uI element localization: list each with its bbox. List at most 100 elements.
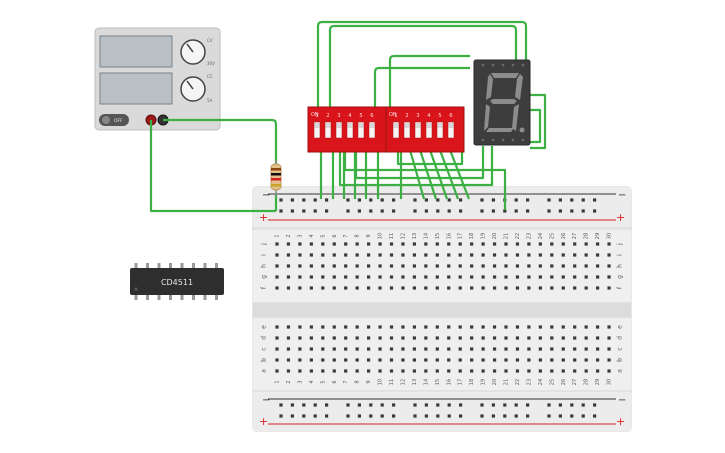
breadboard-hole[interactable] bbox=[492, 242, 497, 246]
breadboard-hole[interactable] bbox=[401, 325, 405, 329]
breadboard-hole[interactable] bbox=[447, 358, 451, 362]
breadboard-hole[interactable] bbox=[412, 347, 416, 351]
breadboard-hole[interactable] bbox=[515, 242, 520, 246]
wire-display-right[interactable] bbox=[530, 93, 547, 150]
wire-loop-outer[interactable] bbox=[316, 20, 528, 108]
display-pin[interactable] bbox=[481, 138, 485, 142]
breadboard-hole[interactable] bbox=[321, 264, 325, 268]
rail-hole[interactable] bbox=[558, 209, 562, 213]
breadboard-hole[interactable] bbox=[355, 347, 359, 351]
breadboard-hole[interactable] bbox=[298, 325, 302, 329]
wire-loop-6[interactable] bbox=[388, 54, 470, 108]
breadboard-hole[interactable] bbox=[596, 369, 600, 373]
breadboard-hole[interactable] bbox=[607, 253, 611, 257]
ic-pin[interactable] bbox=[192, 294, 195, 300]
breadboard-hole[interactable] bbox=[332, 336, 336, 340]
wire-supply-to-resistor[interactable] bbox=[163, 118, 278, 164]
breadboard-hole[interactable] bbox=[355, 369, 359, 373]
breadboard-hole[interactable] bbox=[573, 286, 577, 290]
rail-hole[interactable] bbox=[279, 198, 283, 202]
breadboard-hole[interactable] bbox=[435, 242, 439, 246]
dip-toggle[interactable] bbox=[403, 121, 411, 139]
breadboard-hole[interactable] bbox=[275, 325, 279, 329]
rail-hole[interactable] bbox=[593, 403, 597, 407]
breadboard-hole[interactable] bbox=[332, 358, 336, 362]
breadboard-hole[interactable] bbox=[367, 336, 371, 340]
breadboard-hole[interactable] bbox=[435, 325, 439, 329]
rail-hole[interactable] bbox=[547, 209, 551, 213]
breadboard-hole[interactable] bbox=[412, 242, 416, 246]
breadboard-hole[interactable] bbox=[550, 336, 554, 340]
ic-pin[interactable] bbox=[169, 263, 172, 269]
rail-hole[interactable] bbox=[480, 198, 484, 202]
rail-hole[interactable] bbox=[380, 414, 384, 418]
rail-hole[interactable] bbox=[581, 414, 585, 418]
breadboard-hole[interactable] bbox=[424, 286, 428, 290]
breadboard-hole[interactable] bbox=[504, 286, 508, 290]
breadboard-hole[interactable] bbox=[435, 253, 439, 257]
breadboard-hole[interactable] bbox=[389, 347, 394, 351]
breadboard-hole[interactable] bbox=[286, 253, 291, 257]
breadboard-hole[interactable] bbox=[298, 336, 302, 340]
breadboard-hole[interactable] bbox=[309, 325, 313, 329]
rail-hole[interactable] bbox=[380, 198, 384, 202]
breadboard[interactable]: 1122334455667788991010111112121313141415… bbox=[252, 186, 632, 432]
breadboard-hole[interactable] bbox=[550, 253, 554, 257]
breadboard-hole[interactable] bbox=[275, 286, 279, 290]
breadboard-hole[interactable] bbox=[275, 275, 279, 279]
breadboard-hole[interactable] bbox=[596, 336, 600, 340]
rail-hole[interactable] bbox=[313, 198, 317, 202]
breadboard-hole[interactable] bbox=[504, 264, 508, 268]
rail-hole[interactable] bbox=[346, 414, 350, 418]
breadboard-hole[interactable] bbox=[527, 264, 531, 268]
breadboard-hole[interactable] bbox=[515, 369, 520, 373]
rail-hole[interactable] bbox=[503, 414, 507, 418]
breadboard-hole[interactable] bbox=[481, 325, 485, 329]
breadboard-hole[interactable] bbox=[378, 253, 382, 257]
breadboard-hole[interactable] bbox=[550, 275, 554, 279]
breadboard-hole[interactable] bbox=[309, 358, 313, 362]
breadboard-hole[interactable] bbox=[298, 275, 302, 279]
breadboard-hole[interactable] bbox=[286, 347, 291, 351]
breadboard-hole[interactable] bbox=[332, 347, 336, 351]
ic-pin[interactable] bbox=[134, 263, 138, 269]
rail-hole[interactable] bbox=[392, 414, 396, 418]
breadboard-hole[interactable] bbox=[607, 358, 611, 362]
breadboard-hole[interactable] bbox=[607, 264, 611, 268]
breadboard-hole[interactable] bbox=[344, 369, 348, 373]
breadboard-hole[interactable] bbox=[550, 286, 554, 290]
breadboard-hole[interactable] bbox=[584, 286, 588, 290]
breadboard-hole[interactable] bbox=[538, 264, 542, 268]
ic-pin[interactable] bbox=[180, 263, 184, 269]
breadboard-hole[interactable] bbox=[275, 347, 279, 351]
breadboard-hole[interactable] bbox=[355, 253, 359, 257]
breadboard-hole[interactable] bbox=[332, 286, 336, 290]
breadboard-hole[interactable] bbox=[584, 253, 588, 257]
breadboard-hole[interactable] bbox=[321, 286, 325, 290]
top-power-rail[interactable] bbox=[253, 187, 631, 227]
wire-dip2-b[interactable] bbox=[408, 149, 426, 200]
breadboard-hole[interactable] bbox=[550, 242, 554, 246]
breadboard-hole[interactable] bbox=[367, 369, 371, 373]
rail-hole[interactable] bbox=[325, 414, 329, 418]
rail-hole[interactable] bbox=[593, 198, 597, 202]
breadboard-hole[interactable] bbox=[527, 275, 531, 279]
breadboard-hole[interactable] bbox=[573, 325, 577, 329]
rail-hole[interactable] bbox=[491, 198, 495, 202]
breadboard-hole[interactable] bbox=[275, 336, 279, 340]
breadboard-hole[interactable] bbox=[481, 369, 485, 373]
breadboard-hole[interactable] bbox=[481, 242, 485, 246]
breadboard-hole[interactable] bbox=[435, 336, 439, 340]
breadboard-hole[interactable] bbox=[481, 347, 485, 351]
breadboard-hole[interactable] bbox=[481, 336, 485, 340]
breadboard-hole[interactable] bbox=[504, 369, 508, 373]
breadboard-hole[interactable] bbox=[481, 358, 485, 362]
breadboard-hole[interactable] bbox=[309, 275, 313, 279]
breadboard-hole[interactable] bbox=[458, 286, 462, 290]
breadboard-hole[interactable] bbox=[504, 275, 508, 279]
breadboard-hole[interactable] bbox=[515, 264, 520, 268]
bottom-power-rail[interactable] bbox=[253, 392, 631, 431]
breadboard-hole[interactable] bbox=[492, 325, 497, 329]
breadboard-hole[interactable] bbox=[515, 275, 520, 279]
breadboard-hole[interactable] bbox=[389, 275, 394, 279]
